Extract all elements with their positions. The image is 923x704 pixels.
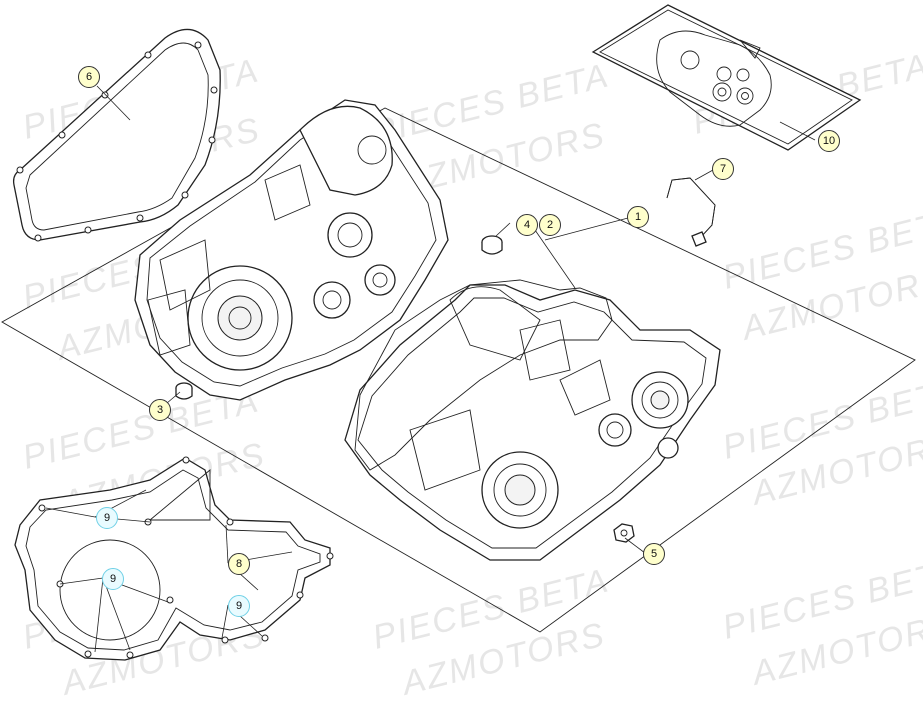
callout-3[interactable]: 3 — [149, 399, 171, 421]
nut-part — [613, 523, 635, 543]
callout-9[interactable]: 9 — [96, 507, 118, 529]
breather-pipe-part — [666, 177, 716, 247]
callout-4[interactable]: 4 — [516, 214, 538, 236]
callout-5[interactable]: 5 — [643, 543, 665, 565]
callout-6[interactable]: 6 — [78, 66, 100, 88]
centre-crankcase-gasket — [354, 279, 613, 471]
right-crankcase-half — [344, 284, 721, 561]
callout-1[interactable]: 1 — [627, 206, 649, 228]
dowel-part — [175, 382, 193, 400]
clutch-cover-gasket — [12, 28, 221, 242]
bushing-part — [481, 235, 503, 255]
callout-9[interactable]: 9 — [102, 568, 124, 590]
callout-8[interactable]: 8 — [228, 553, 250, 575]
inner-cover-gasket — [14, 456, 334, 661]
callout-10[interactable]: 10 — [818, 130, 840, 152]
left-crankcase-half — [134, 99, 449, 401]
callout-2[interactable]: 2 — [539, 214, 561, 236]
gasket-kit-package — [591, 4, 862, 151]
callout-9[interactable]: 9 — [228, 595, 250, 617]
callout-7[interactable]: 7 — [712, 158, 734, 180]
